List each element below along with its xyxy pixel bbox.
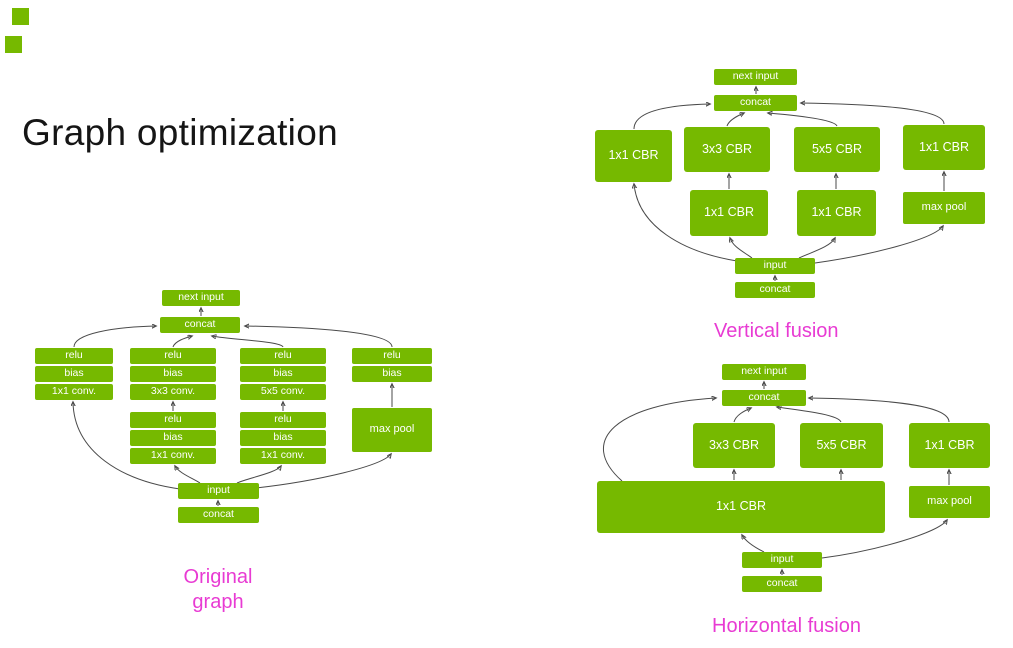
original-graph-arrows (73, 308, 392, 506)
vertical-fusion-arrows (634, 87, 944, 281)
og-col2-lower-conv-node: 1x1 conv. (130, 448, 216, 464)
deco-square-bottom (5, 36, 22, 53)
hf-next-input-node: next input (722, 364, 806, 380)
vf-input-node: input (735, 258, 815, 274)
hf-1x1-cbr-right-node: 1x1 CBR (909, 423, 990, 468)
og-col2-upper-bias-node: bias (130, 366, 216, 382)
og-col3-upper-bias-node: bias (240, 366, 326, 382)
og-col1-conv-node: 1x1 conv. (35, 384, 113, 400)
hf-3x3-cbr-node: 3x3 CBR (693, 423, 775, 468)
vf-concat-bottom-node: concat (735, 282, 815, 298)
hf-max-pool-node: max pool (909, 486, 990, 518)
vf-1x1-cbr-right-node: 1x1 CBR (903, 125, 985, 170)
vf-concat-top-node: concat (714, 95, 797, 111)
og-col2-upper-conv-node: 3x3 conv. (130, 384, 216, 400)
og-concat-bottom-node: concat (178, 507, 259, 523)
og-next-input-node: next input (162, 290, 240, 306)
deco-square-top (12, 8, 29, 25)
hf-fused-1x1-cbr-node: 1x1 CBR (597, 481, 885, 533)
og-col1-relu-node: relu (35, 348, 113, 364)
hf-concat-top-node: concat (722, 390, 806, 406)
og-col3-lower-conv-node: 1x1 conv. (240, 448, 326, 464)
horizontal-fusion-caption: Horizontal fusion (712, 615, 861, 637)
hf-5x5-cbr-node: 5x5 CBR (800, 423, 883, 468)
vf-5x5-cbr-node: 5x5 CBR (794, 127, 880, 172)
hf-concat-bottom-node: concat (742, 576, 822, 592)
og-col2-lower-relu-node: relu (130, 412, 216, 428)
og-col1-bias-node: bias (35, 366, 113, 382)
og-col3-upper-relu-node: relu (240, 348, 326, 364)
og-col3-lower-relu-node: relu (240, 412, 326, 428)
vertical-fusion-caption: Vertical fusion (714, 320, 839, 342)
og-col4-bias-node: bias (352, 366, 432, 382)
og-input-node: input (178, 483, 259, 499)
vf-3x3-cbr-node: 3x3 CBR (684, 127, 770, 172)
og-concat-top-node: concat (160, 317, 240, 333)
vf-1x1-cbr-left-node: 1x1 CBR (595, 130, 672, 182)
horizontal-fusion-arrows (602, 382, 949, 575)
og-col2-upper-relu-node: relu (130, 348, 216, 364)
page-title: Graph optimization (22, 112, 338, 153)
og-col3-lower-bias-node: bias (240, 430, 326, 446)
og-col3-upper-conv-node: 5x5 conv. (240, 384, 326, 400)
og-col4-relu-node: relu (352, 348, 432, 364)
og-col2-lower-bias-node: bias (130, 430, 216, 446)
original-graph-caption: Original graph (183, 566, 253, 613)
vf-next-input-node: next input (714, 69, 797, 85)
vf-max-pool-node: max pool (903, 192, 985, 224)
vf-1x1-cbr-row2a-node: 1x1 CBR (690, 190, 768, 236)
og-max-pool-node: max pool (352, 408, 432, 452)
vf-1x1-cbr-row2b-node: 1x1 CBR (797, 190, 876, 236)
hf-input-node: input (742, 552, 822, 568)
